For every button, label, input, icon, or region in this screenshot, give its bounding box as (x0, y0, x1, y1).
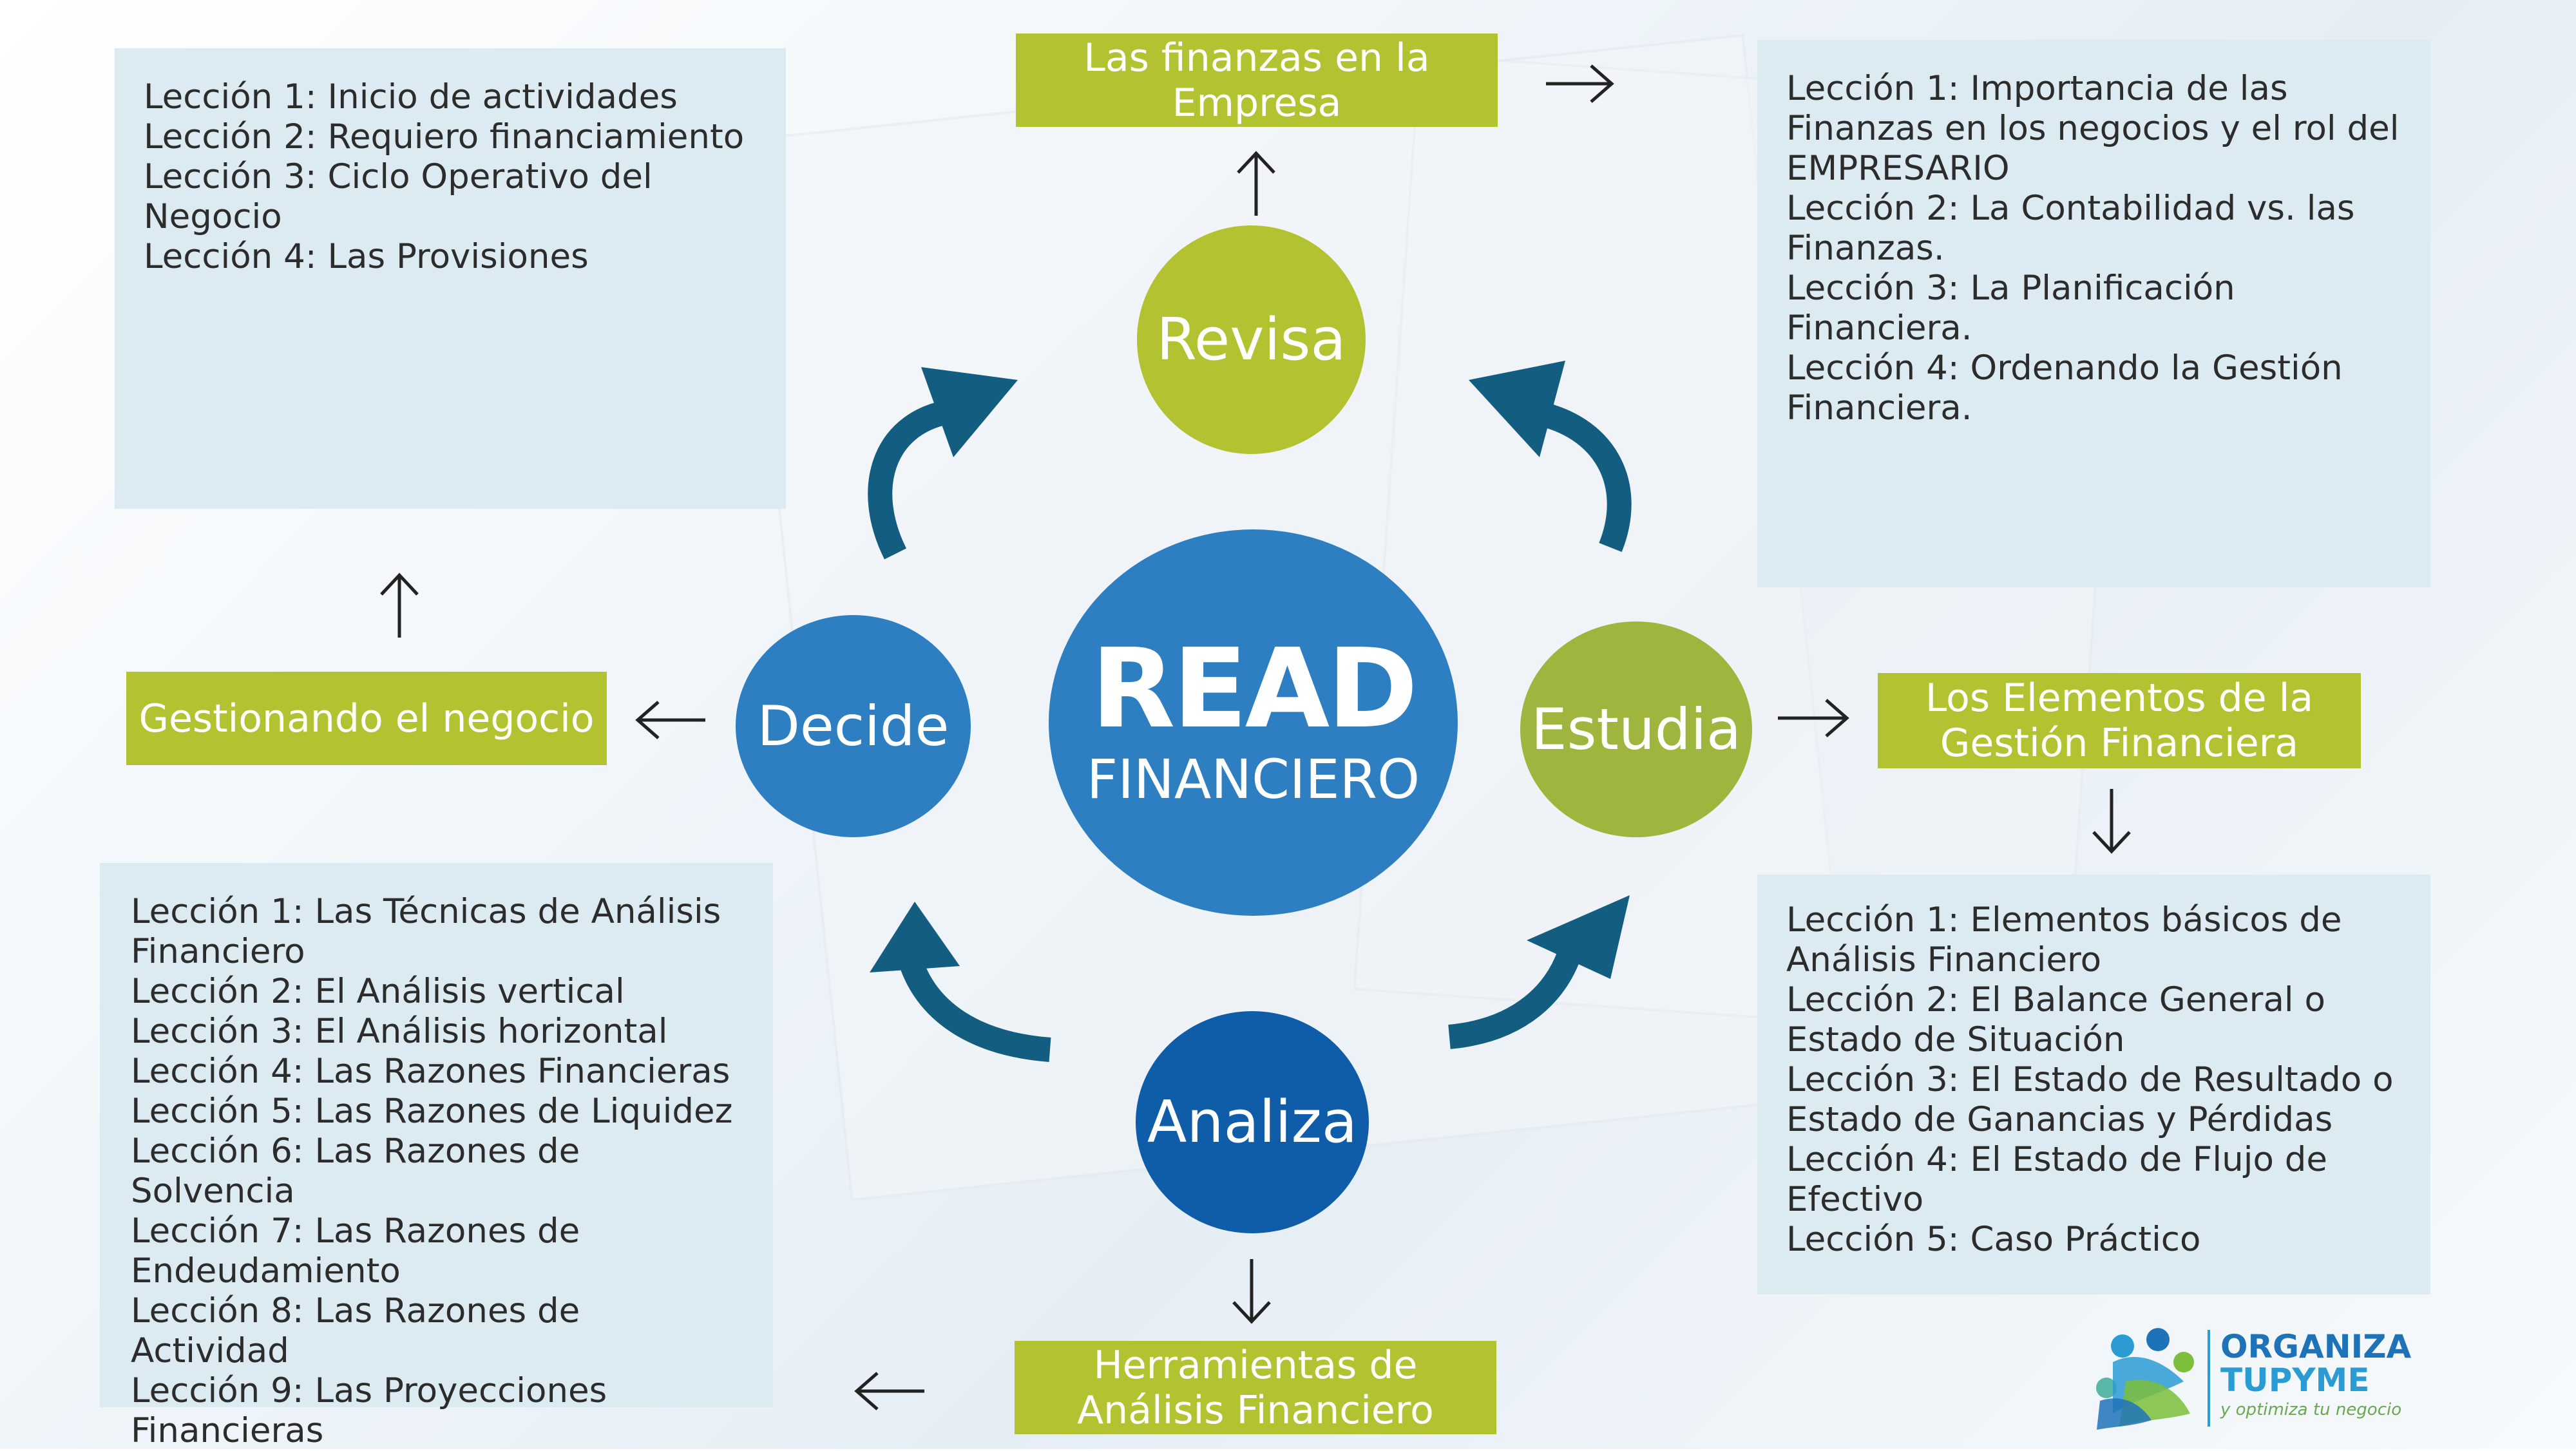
phase-label: Revisa (1156, 306, 1346, 374)
lesson-item: Lección 4: Ordenando la Gestión Financie… (1786, 348, 2343, 428)
phase-decide: Decide (736, 615, 971, 837)
lesson-item: Lección 8: Las Razones de Actividad (131, 1291, 580, 1370)
arrow-left-tag-up (380, 573, 419, 638)
lesson-item: Lección 4: Las Provisiones (144, 237, 589, 276)
phase-revisa: Revisa (1137, 225, 1366, 454)
cycle-arrow-analiza-to-estudia (1448, 895, 1630, 1049)
lesson-item: Lección 4: El Estado de Flujo de Efectiv… (1786, 1140, 2327, 1219)
lesson-item: Lección 3: El Estado de Resultado o Esta… (1786, 1060, 2394, 1139)
phase-label: Estudia (1531, 696, 1741, 763)
cycle-arrow-decide-to-revisa (868, 367, 1018, 560)
lesson-item: Lección 1: Importancia de las Finanzas e… (1786, 69, 2399, 188)
lesson-item: Lección 6: Las Razones de Solvencia (131, 1132, 580, 1211)
tag-label: Herramientas de Análisis Financiero (1077, 1342, 1434, 1433)
center-subtitle: FINANCIERO (1086, 747, 1420, 811)
arrow-bottom-tag-left (854, 1372, 924, 1410)
tag-label: Los Elementos de la Gestión Financiera (1925, 676, 2314, 766)
lessons-box-herramientas: Lección 1: Las Técnicas de Análisis Fina… (100, 863, 773, 1450)
lesson-item: Lección 2: El Balance General o Estado d… (1786, 980, 2325, 1059)
cycle-arrow-estudia-to-revisa (1469, 361, 1632, 553)
tag-label: Gestionando el negocio (138, 696, 595, 741)
lesson-item: Lección 3: La Planificación Financiera. (1786, 269, 2235, 348)
cycle-arrow-analiza-to-decide (870, 902, 1051, 1062)
lesson-item: Lección 3: El Análisis horizontal (131, 1012, 668, 1051)
phase-label: Decide (757, 694, 949, 759)
lesson-item: Lección 2: El Análisis vertical (131, 972, 625, 1011)
logo-figures-icon (2096, 1328, 2194, 1430)
logo-organiza-tupyme: ORGANIZA TUPYME y optimiza tu negocio (2087, 1323, 2435, 1433)
logo-tagline: y optimiza tu negocio (2220, 1400, 2402, 1419)
lessons-box-elementos: Lección 1: Elementos básicos de Análisis… (1757, 875, 2430, 1295)
arrow-right-tag-down (2092, 789, 2131, 854)
tag-label: Las finanzas en la Empresa (1083, 35, 1430, 126)
arrow-analiza-down (1232, 1259, 1271, 1324)
arrow-revisa-up (1237, 151, 1275, 216)
arrow-decide-left (635, 701, 705, 739)
tag-finanzas-empresa: Las finanzas en la Empresa (1016, 33, 1498, 127)
lesson-item: Lección 2: Requiero financiamiento (144, 117, 745, 156)
tag-gestionando-negocio: Gestionando el negocio (126, 672, 607, 765)
tag-herramientas-analisis: Herramientas de Análisis Financiero (1015, 1341, 1496, 1434)
logo-line2: TUPYME (2220, 1361, 2370, 1399)
lesson-item: Lección 2: La Contabilidad vs. las Finan… (1786, 189, 2355, 268)
arrow-top-tag-right (1546, 64, 1614, 103)
lessons-box-gestionando: Lección 1: Inicio de actividades Lección… (115, 48, 786, 509)
phase-label: Analiza (1147, 1088, 1358, 1156)
center-read-financiero: READ FINANCIERO (1049, 529, 1458, 916)
lesson-item: Lección 9: Las Proyecciones Financieras (131, 1371, 607, 1450)
center-title: READ (1091, 625, 1418, 753)
lesson-item: Lección 3: Ciclo Operativo del Negocio (144, 157, 653, 236)
logo-divider (2208, 1330, 2210, 1427)
phase-analiza: Analiza (1136, 1011, 1369, 1233)
lesson-item: Lección 1: Las Técnicas de Análisis Fina… (131, 892, 721, 971)
lesson-item: Lección 1: Inicio de actividades (144, 77, 678, 117)
lesson-item: Lección 7: Las Razones de Endeudamiento (131, 1211, 580, 1291)
logo-line1: ORGANIZA (2220, 1328, 2412, 1365)
phase-estudia: Estudia (1520, 621, 1752, 837)
arrow-estudia-right (1778, 699, 1849, 737)
lesson-item: Lección 4: Las Razones Financieras (131, 1052, 730, 1091)
lesson-item: Lección 5: Las Razones de Liquidez (131, 1092, 733, 1131)
lessons-box-finanzas-empresa: Lección 1: Importancia de las Finanzas e… (1757, 40, 2430, 587)
lesson-item: Lección 5: Caso Práctico (1786, 1220, 2201, 1259)
tag-elementos-gestion: Los Elementos de la Gestión Financiera (1878, 673, 2361, 768)
lesson-item: Lección 1: Elementos básicos de Análisis… (1786, 900, 2342, 980)
